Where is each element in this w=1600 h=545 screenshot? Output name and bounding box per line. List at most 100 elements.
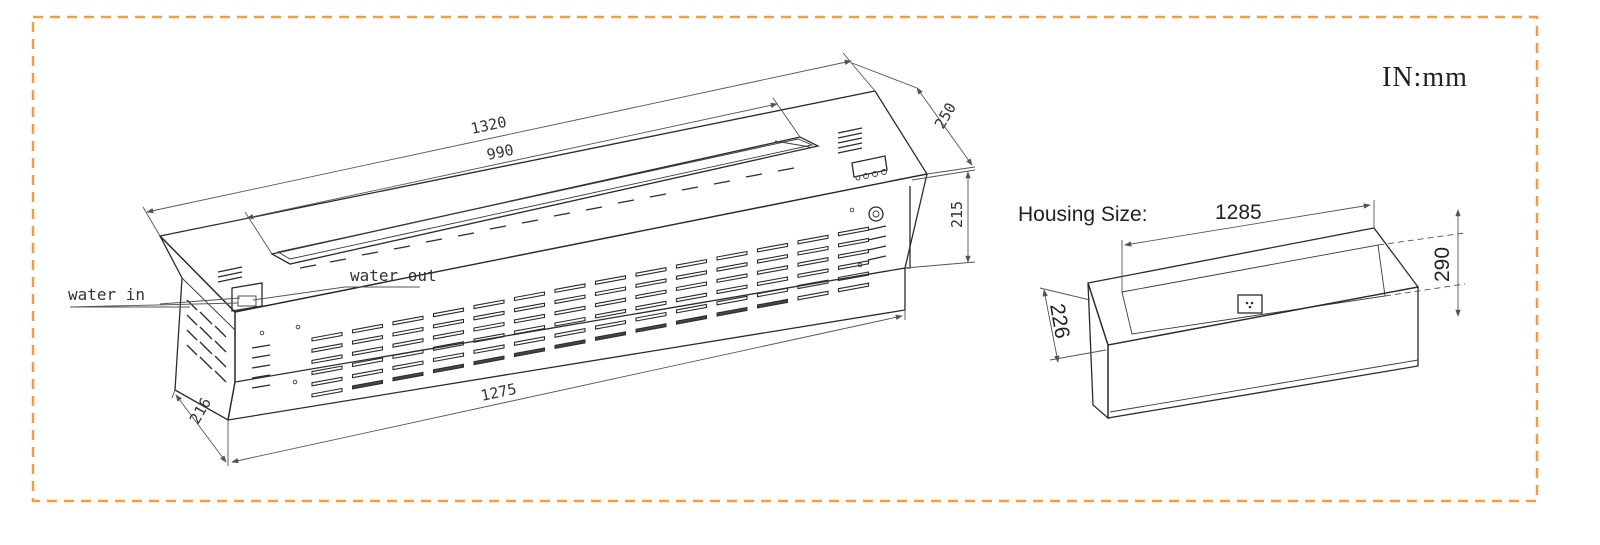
drawing-frame <box>31 15 1539 503</box>
vent-slot <box>513 324 546 335</box>
vent-slot <box>514 347 545 358</box>
dim-290: 290 <box>1431 247 1454 282</box>
vent-slot <box>716 284 748 295</box>
vent-slot <box>351 323 384 334</box>
vent-slot <box>433 363 464 374</box>
vent-slot <box>756 242 789 253</box>
vent-slot <box>675 292 708 303</box>
vent-slot <box>716 250 748 261</box>
label-water-in: water in <box>68 285 145 304</box>
vent-slot <box>311 387 343 398</box>
vent-slot <box>554 339 586 349</box>
vent-slot <box>351 346 384 356</box>
vent-slot <box>797 234 829 245</box>
vent-slot <box>635 267 667 277</box>
top-plate-slots <box>299 167 795 269</box>
vent-slot <box>635 289 667 300</box>
vent-slot <box>756 265 789 275</box>
vent-slot <box>756 276 789 287</box>
vent-slot <box>676 315 707 325</box>
front-left-slots <box>251 207 863 389</box>
vent-slot <box>594 286 627 297</box>
vent-slot <box>756 253 789 264</box>
label-water-out: water out <box>350 266 437 285</box>
vent-slot <box>675 281 708 292</box>
dim-1285: 1285 <box>1215 201 1262 224</box>
dim-216: 216 <box>186 395 215 427</box>
vent-slot <box>432 329 465 340</box>
vent-slot <box>311 331 343 342</box>
vent-slot <box>595 331 626 341</box>
vent-slot <box>311 365 343 376</box>
vent-slot <box>513 336 546 346</box>
vent-slot <box>432 352 465 363</box>
vent-slot <box>392 349 424 360</box>
vent-slot <box>311 376 343 387</box>
vent-slot <box>554 305 586 316</box>
vent-slot <box>837 260 870 270</box>
vent-slot <box>311 343 343 353</box>
housing-label: Housing Size: <box>1018 203 1148 226</box>
vent-slot <box>797 290 829 301</box>
vent-slot <box>675 303 708 314</box>
vent-slot <box>351 334 384 345</box>
unit-label: IN:mm <box>1382 62 1468 93</box>
vent-slot <box>473 299 505 310</box>
vent-slot <box>797 268 829 279</box>
vent-slot <box>675 258 708 269</box>
main-unit-dimensions <box>142 52 976 466</box>
vent-slot <box>757 298 788 309</box>
water-connector <box>231 282 263 312</box>
vent-slot <box>513 302 546 313</box>
vent-slot <box>797 279 829 290</box>
vent-slot <box>675 270 708 280</box>
vent-slot <box>554 283 586 294</box>
side-vent-slots <box>186 299 227 383</box>
vent-slot <box>473 321 505 332</box>
vent-slot <box>635 278 667 289</box>
vent-slot <box>473 310 505 321</box>
vent-slot <box>513 313 546 324</box>
dim-1320: 1320 <box>469 113 508 138</box>
dim-226: 226 <box>1045 302 1074 341</box>
vent-slot <box>716 295 748 306</box>
control-panel <box>851 155 888 261</box>
vent-slot <box>473 344 505 355</box>
vent-slot <box>352 379 383 390</box>
vent-slot <box>392 371 424 382</box>
vent-slot <box>392 338 424 348</box>
vent-slot <box>392 326 424 337</box>
vent-slot <box>716 306 748 317</box>
vent-slot <box>594 319 627 330</box>
vent-slot <box>594 275 627 285</box>
vent-slot <box>837 282 870 293</box>
vent-slot <box>392 360 424 371</box>
vent-slot <box>432 307 465 318</box>
vent-slot <box>716 273 748 284</box>
vent-slot <box>756 287 789 298</box>
vent-slot <box>797 245 829 256</box>
vent-slot <box>635 300 667 311</box>
main-unit-drawing: 1320 990 250 215 1275 216 water in water… <box>68 52 976 466</box>
vent-slot <box>837 226 870 237</box>
vent-slot <box>797 257 829 267</box>
vent-slot <box>837 271 870 282</box>
vent-slot <box>837 248 870 259</box>
dim-215: 215 <box>948 201 966 228</box>
dim-990: 990 <box>485 141 515 164</box>
vent-slot <box>594 297 627 308</box>
vent-slot <box>432 318 465 329</box>
vent-slot <box>311 354 343 365</box>
vent-slot <box>473 333 505 343</box>
vent-slot <box>473 355 505 366</box>
vent-slot <box>351 368 384 379</box>
water-leaders <box>69 286 420 308</box>
vent-slot <box>392 315 424 326</box>
vent-slot <box>837 237 870 248</box>
vent-slot <box>554 294 586 305</box>
vent-slot <box>716 262 748 272</box>
vent-slot <box>513 291 546 302</box>
vent-slot <box>554 328 586 338</box>
front-vent-slots <box>311 226 870 398</box>
